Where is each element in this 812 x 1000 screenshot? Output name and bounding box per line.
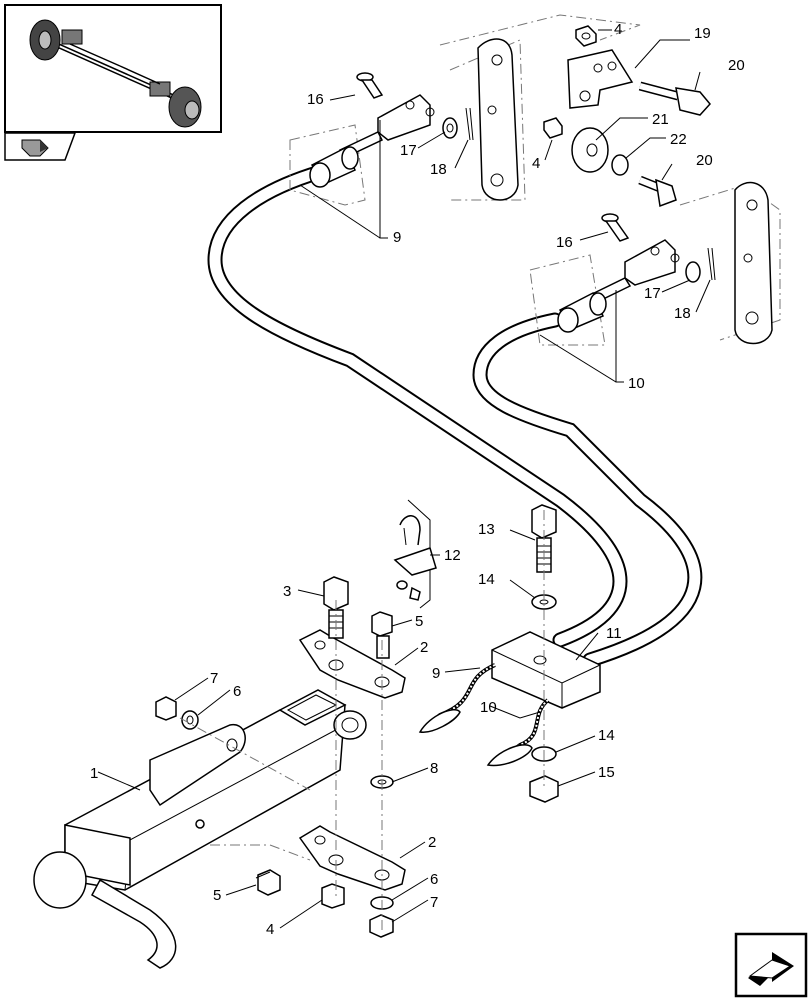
callout-16: 16: [307, 91, 324, 108]
callout-22: 22: [670, 131, 687, 148]
callout-8: 8: [430, 760, 438, 777]
drawbar-tube-1: [33, 689, 367, 969]
leader-lines: [97, 29, 711, 929]
callout-18: 18: [430, 161, 447, 178]
callout-14: 14: [598, 727, 615, 744]
washer-6-upper: [181, 710, 199, 730]
callout-5: 5: [415, 613, 423, 630]
cable-end-9: [418, 663, 496, 733]
callout-9: 9: [393, 229, 401, 246]
callout-5: 5: [213, 887, 221, 904]
callout-4: 4: [266, 921, 274, 938]
equalizer-block-11: [491, 631, 601, 709]
callout-2: 2: [420, 639, 428, 656]
callout-15: 15: [598, 764, 615, 781]
callout-19: 19: [694, 25, 711, 42]
bolt-5-lower: [255, 869, 281, 896]
nut-7-upper: [155, 696, 177, 721]
callout-4: 4: [614, 21, 622, 38]
callout-9: 9: [432, 665, 440, 682]
callout-17: 17: [400, 142, 417, 159]
callout-13: 13: [478, 521, 495, 538]
callout-12: 12: [444, 547, 461, 564]
callout-7: 7: [430, 894, 438, 911]
callout-20: 20: [728, 57, 745, 74]
callout-6: 6: [233, 683, 241, 700]
cable-9: [207, 164, 628, 648]
nut-4-lower: [321, 883, 345, 909]
right-lever-assembly: [529, 181, 781, 346]
callout-10: 10: [628, 375, 645, 392]
callout-3: 3: [283, 583, 291, 600]
callout-17: 17: [644, 285, 661, 302]
callout-2: 2: [428, 834, 436, 851]
callout-labels: 1 2 2 3 4 4 4 5 5 6 6 7 7 8 9 9 10 10 11…: [90, 21, 745, 938]
callout-10: 10: [480, 699, 497, 716]
cable-10: [472, 312, 703, 668]
page-turn-icon[interactable]: [4, 132, 77, 161]
callout-6: 6: [430, 871, 438, 888]
upper-left-lever-assembly: [289, 38, 526, 206]
nut-15: [529, 775, 559, 803]
next-arrow-icon[interactable]: [734, 932, 808, 998]
upper-right-bracket-group: [439, 14, 711, 208]
callout-16: 16: [556, 234, 573, 251]
callout-18: 18: [674, 305, 691, 322]
clip-kit-12: [393, 499, 437, 609]
overview-thumbnail: [4, 4, 222, 133]
callout-14: 14: [478, 571, 495, 588]
callout-1: 1: [90, 765, 98, 782]
callout-20: 20: [696, 152, 713, 169]
callout-11: 11: [606, 625, 622, 642]
callout-21: 21: [652, 111, 669, 128]
bolt-5-upper: [371, 611, 393, 659]
callout-7: 7: [210, 670, 218, 687]
callout-4: 4: [532, 155, 540, 172]
plate-2-lower: [298, 825, 406, 891]
clevis-pin-16-left: [356, 72, 384, 99]
cable-end-10: [486, 698, 550, 767]
